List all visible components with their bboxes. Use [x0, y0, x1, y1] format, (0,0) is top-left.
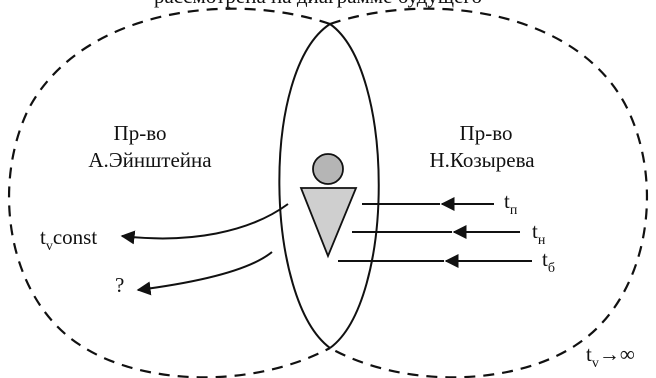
arrow-to-question — [136, 251, 273, 296]
einstein-space-label-line1: Пр-во — [114, 121, 167, 145]
observer-head — [312, 153, 344, 185]
top-caption-fragment: рассмотрена на диаграмме будущего — [154, 0, 482, 8]
einstein-space-inner-arc — [329, 23, 380, 349]
tv-infinity-label: tv→∞ — [586, 342, 635, 371]
einstein-space-outer-arc — [7, 7, 331, 378]
kozyrev-space-inner-arc — [278, 23, 331, 349]
t-b-label: tб — [542, 247, 555, 276]
observer-body-triangle — [299, 187, 358, 259]
kozyrev-space-outer-arc — [329, 7, 649, 378]
kozyrev-space-label-line2: Н.Козырева — [429, 148, 535, 172]
t-p-label: tп — [504, 189, 518, 218]
unknown-output-question-mark: ? — [115, 273, 124, 297]
t-n-label: tн — [532, 219, 546, 248]
kozyrev-space-label-line1: Пр-во — [460, 121, 513, 145]
arrow-to-tv-const — [120, 203, 289, 245]
tv-const-label: tvconst — [40, 225, 97, 254]
einstein-space-label-line2: А.Эйнштейна — [88, 148, 212, 172]
